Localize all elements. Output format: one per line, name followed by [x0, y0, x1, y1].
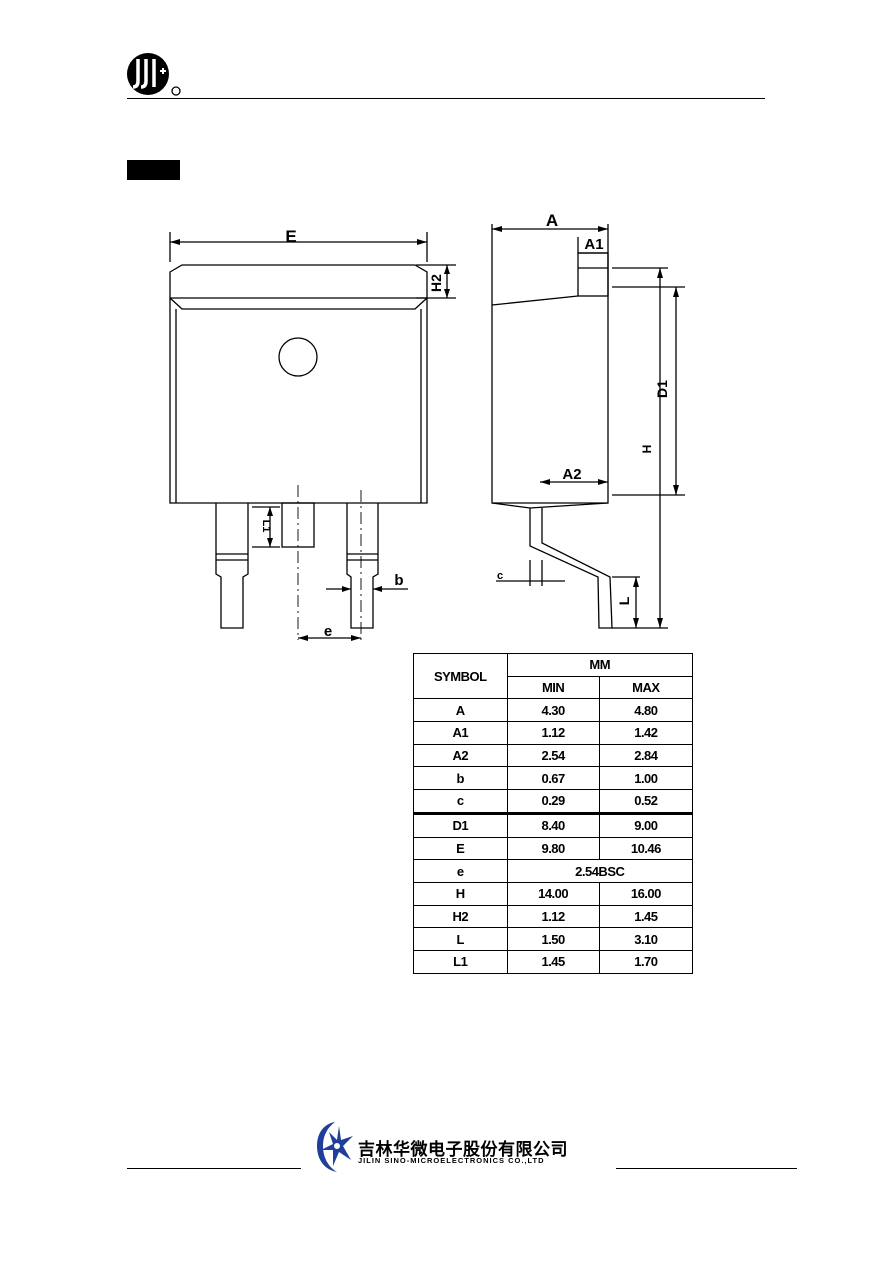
row-min: 1.12 [506, 904, 600, 929]
row-max: 9.00 [598, 811, 694, 838]
row-symbol: D1 [413, 811, 508, 838]
row-max: 3.10 [598, 927, 694, 951]
row-max: 2.84 [598, 743, 694, 768]
row-min: 9.80 [506, 836, 600, 861]
front-tab-edge [169, 297, 428, 310]
label-L1: L1 [260, 520, 272, 533]
lead-left [215, 503, 249, 629]
side-tab [577, 252, 609, 297]
company-logo-icon [317, 1122, 353, 1172]
footer-rule-left [127, 1168, 301, 1169]
row-symbol: b [413, 766, 508, 791]
row-symbol: H2 [413, 904, 508, 929]
table-header-row: SYMBOL MM [413, 652, 693, 700]
row-min: 2.54 [506, 743, 600, 768]
row-symbol: A [413, 698, 508, 723]
row-symbol: L1 [413, 949, 508, 974]
label-A1: A1 [584, 236, 603, 253]
row-max: 10.46 [598, 836, 694, 861]
label-b: b [394, 572, 403, 589]
label-A2: A2 [562, 466, 581, 483]
row-max: 1.45 [598, 904, 694, 929]
row-symbol: A2 [413, 743, 508, 768]
label-H2: H2 [428, 274, 444, 292]
row-symbol: E [413, 836, 508, 861]
header-rule [127, 98, 765, 99]
footer-rule-right [616, 1168, 797, 1169]
row-symbol: e [413, 859, 508, 883]
row-max: 16.00 [598, 881, 694, 906]
row-symbol: H [413, 881, 508, 906]
section-tag [127, 160, 180, 180]
row-symbol: L [413, 927, 508, 951]
company-name-english: JILIN SINO-MICROELECTRONICS CO.,LTD [358, 1156, 545, 1165]
side-lead [529, 508, 613, 629]
row-min: 4.30 [506, 698, 600, 723]
side-body [491, 224, 609, 504]
row-min: 1.12 [506, 721, 600, 745]
label-A: A [546, 211, 558, 230]
row-max: 0.52 [598, 789, 694, 814]
row-symbol: A1 [413, 721, 508, 745]
label-e: e [324, 623, 332, 640]
symbol-header: SYMBOL [413, 652, 508, 700]
row-merged-value: 2.54BSC [506, 859, 693, 883]
mounting-hole [278, 337, 318, 377]
label-H: H [640, 445, 654, 454]
header-logo [127, 53, 181, 96]
label-L: L [616, 596, 632, 605]
label-c: c [497, 570, 503, 582]
row-max: 1.70 [598, 949, 694, 974]
row-min: 1.50 [506, 927, 600, 951]
unit-header: MM [506, 653, 693, 677]
row-min: 8.40 [506, 811, 600, 838]
row-min: 1.45 [506, 949, 600, 974]
row-max: 1.00 [598, 766, 694, 791]
row-max: 4.80 [598, 698, 694, 723]
company-name-chinese: 吉林华微电子股份有限公司 [358, 1140, 568, 1160]
label-D1: D1 [654, 380, 670, 398]
row-min: 0.29 [506, 789, 600, 814]
row-min: 0.67 [506, 766, 600, 791]
row-symbol: c [413, 789, 508, 814]
row-min: 14.00 [506, 881, 600, 906]
row-max: 1.42 [598, 721, 694, 745]
max-header: MAX [598, 675, 694, 700]
min-header: MIN [506, 675, 600, 700]
front-body [169, 264, 428, 504]
lead-right [346, 503, 379, 629]
label-E: E [285, 227, 296, 246]
